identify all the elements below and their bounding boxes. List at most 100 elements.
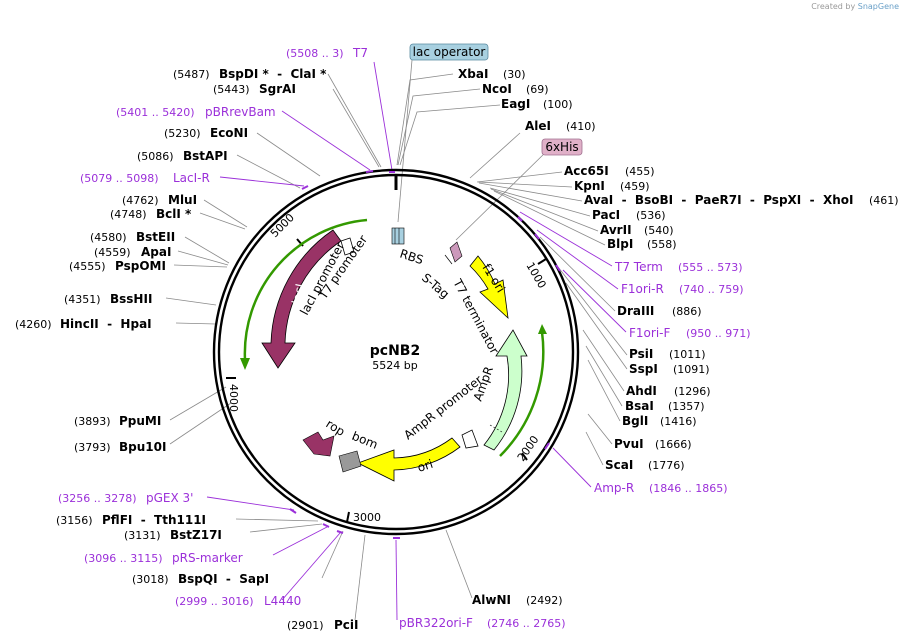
enzyme-position: (1357) (668, 400, 705, 413)
primer-name: T7 Term (614, 260, 663, 274)
rop-label: rop (323, 417, 347, 439)
enzyme-position: (1416) (660, 415, 697, 428)
enzyme-labels-right: XbaI (30) NcoI (69) EagI (100) AleI (410… (458, 67, 899, 607)
enzyme-name: SgrAI (259, 82, 296, 96)
enzyme-position: (5487) (173, 68, 210, 81)
plasmid-size: 5524 bp (372, 359, 417, 372)
enzyme-name: PflFI - Tth111I (102, 513, 206, 527)
enzyme-name: MluI (168, 193, 197, 207)
his-tag-box: 6xHis (541, 138, 583, 156)
snapgene-credit: Created by SnapGene (811, 2, 899, 11)
laci-arrow (261, 229, 342, 369)
ampr-arrow (483, 329, 528, 451)
enzyme-name: BglI (622, 414, 648, 428)
ori-label: ori (416, 457, 435, 475)
enzyme-position: (461) (869, 194, 899, 207)
primer-labels: (5508 .. 3) T7 (5401 .. 5420) pBRrevBam … (58, 46, 751, 630)
tick-label-3000: 3000 (353, 511, 381, 524)
enzyme-position: (4260) (15, 318, 52, 331)
primer-name: F1ori-F (629, 326, 670, 340)
primer-name: pBR322ori-F (399, 616, 473, 630)
enzyme-position: (3156) (56, 514, 93, 527)
enzyme-position: (536) (636, 209, 666, 222)
rop-arrow (302, 431, 335, 457)
enzyme-name: DraIII (617, 304, 654, 318)
f1-ori-arrow (469, 255, 509, 320)
laci-promoter-arrow (340, 237, 355, 256)
primer-position: (2746 .. 2765) (487, 617, 566, 630)
primer-position: (1846 .. 1865) (649, 482, 728, 495)
enzyme-name: HincII - HpaI (60, 317, 152, 331)
s-tag-mark (449, 241, 463, 263)
primer-marks (289, 170, 561, 539)
enzyme-position: (410) (566, 120, 596, 133)
primer-name: pBRrevBam (205, 105, 276, 119)
primer-position: (5401 .. 5420) (116, 106, 195, 119)
enzyme-position: (4580) (90, 231, 127, 244)
enzyme-position: (1666) (655, 438, 692, 451)
enzyme-position: (4762) (122, 194, 159, 207)
his-tag-label: 6xHis (545, 140, 578, 154)
lac-operator-label: lac operator (413, 45, 486, 59)
enzyme-name: AlwNI (472, 593, 511, 607)
leader-lines (165, 73, 628, 621)
enzyme-position: (3893) (74, 415, 111, 428)
laci-label: lacI (289, 282, 307, 305)
enzyme-name: BspDI * - ClaI * (219, 67, 327, 81)
tick-label-4000: 4000 (227, 384, 240, 412)
enzyme-name: Bpu10I (119, 440, 166, 454)
primer-position: (5508 .. 3) (286, 47, 344, 60)
enzyme-name: BclI * (156, 207, 192, 221)
enzyme-name: PpuMI (119, 414, 161, 428)
primer-name: L4440 (264, 594, 301, 608)
enzyme-name: Acc65I (564, 164, 609, 178)
primer-name: Amp-R (594, 481, 634, 495)
enzyme-name: BlpI (607, 237, 633, 251)
enzyme-position: (455) (625, 165, 655, 178)
primer-position: (2999 .. 3016) (175, 595, 254, 608)
enzyme-position: (3018) (132, 573, 169, 586)
primer-position: (950 .. 971) (686, 327, 751, 340)
enzyme-position: (2492) (526, 594, 563, 607)
primer-name: LacI-R (173, 171, 210, 185)
backbone-outer (212, 168, 580, 536)
enzyme-name: EagI (501, 97, 530, 111)
enzyme-name: BstZ17I (170, 528, 222, 542)
enzyme-position: (5086) (137, 150, 174, 163)
primer-position: (5079 .. 5098) (80, 172, 159, 185)
snapgene-logo: SnapGene (857, 2, 899, 11)
primer-name: F1ori-R (621, 282, 664, 296)
enzyme-name: PsiI (629, 347, 653, 361)
enzyme-position: (3131) (124, 529, 161, 542)
bom-box (338, 450, 362, 473)
enzyme-name: AvrII (600, 223, 632, 237)
enzyme-position: (3793) (74, 441, 111, 454)
ampr-promoter-arrow (461, 429, 479, 449)
enzyme-name: AvaI - BsoBI - PaeR7I - PspXI - XhoI (584, 193, 853, 207)
enzyme-position: (886) (672, 305, 702, 318)
enzyme-position: (30) (503, 68, 526, 81)
tick-label-5000: 5000 (268, 211, 297, 240)
enzyme-position: (4555) (69, 260, 106, 273)
orf-arrow-ampr (538, 324, 547, 334)
primer-position: (3096 .. 3115) (84, 552, 163, 565)
enzyme-name: PacI (592, 208, 620, 222)
enzyme-name: BstAPI (183, 149, 228, 163)
enzyme-name: AleI (525, 119, 551, 133)
plasmid-name: pcNB2 (370, 343, 420, 359)
enzyme-name: AhdI (626, 384, 657, 398)
primer-position: (740 .. 759) (679, 283, 744, 296)
primer-position: (3256 .. 3278) (58, 492, 137, 505)
orf-arrow-laci (240, 358, 250, 370)
lac-operator-box: lac operator (409, 43, 489, 61)
enzyme-position: (1011) (669, 348, 706, 361)
enzyme-position: (5443) (213, 83, 250, 96)
primer-name: T7 (352, 46, 368, 60)
enzyme-position: (4559) (94, 246, 131, 259)
enzyme-position: (4748) (110, 208, 147, 221)
enzyme-name: ScaI (605, 458, 633, 472)
rbs-label: RBS (398, 247, 425, 268)
enzyme-name: NcoI (482, 82, 512, 96)
primer-name: pRS-marker (172, 551, 243, 565)
